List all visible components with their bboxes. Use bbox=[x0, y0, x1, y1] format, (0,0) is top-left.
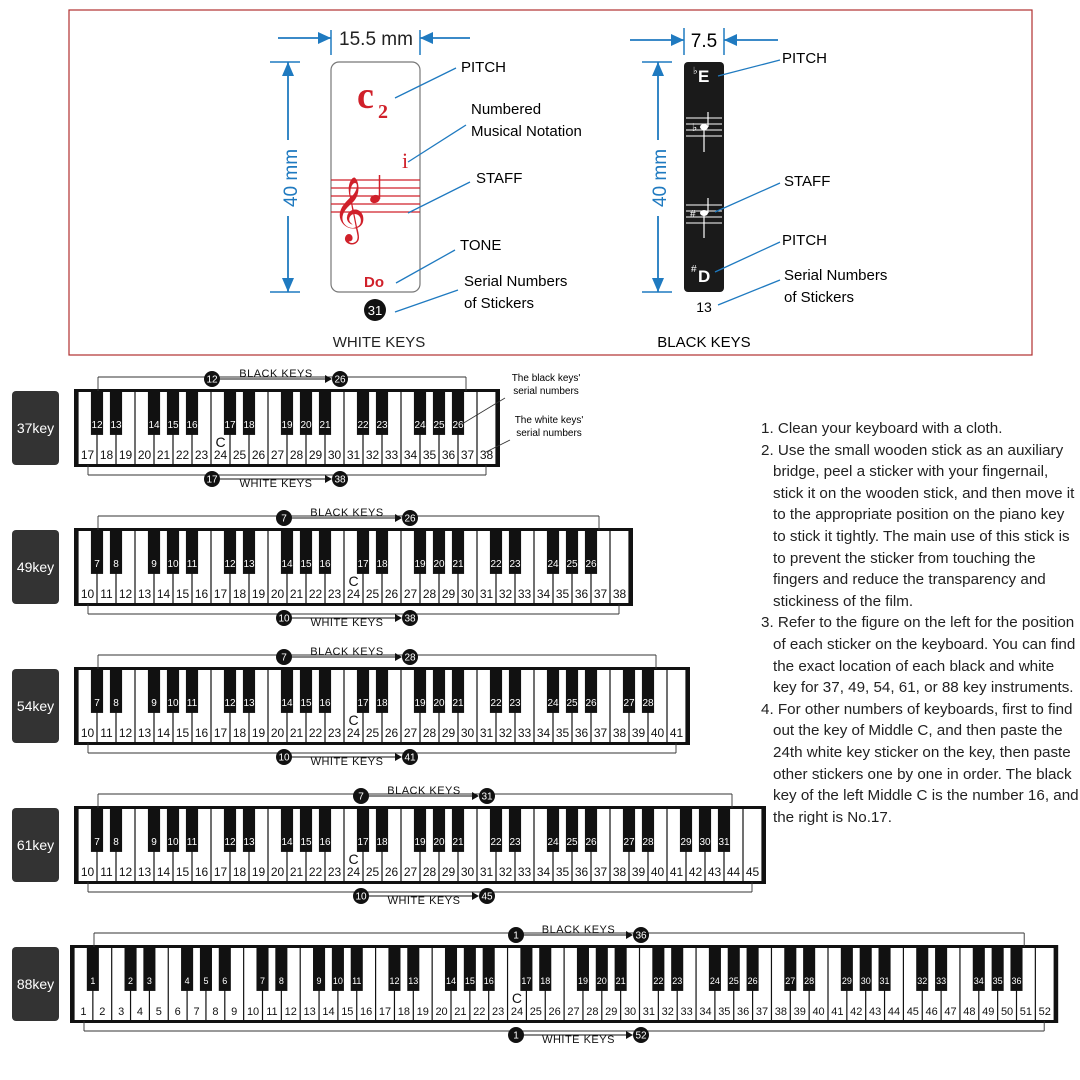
callout-line bbox=[714, 241, 781, 273]
arrow-head bbox=[652, 278, 664, 292]
white-sticker bbox=[330, 61, 421, 293]
callout-line bbox=[407, 124, 467, 163]
instruction-2: 2. Use the small wooden stick as an auxi… bbox=[761, 441, 1075, 610]
white-sticker-group: 15.5 mm 40 mm c 2 i 𝄞 Do 31 WHITE KEYS bbox=[270, 29, 582, 351]
numbered-notation-mark: i bbox=[402, 148, 408, 173]
black-keys-caption: BLACK KEYS bbox=[657, 334, 750, 351]
instructions: 1. Clean your keyboard with a cloth. 2. … bbox=[761, 418, 1079, 828]
note-pointer bbox=[485, 439, 511, 453]
svg-text:♭: ♭ bbox=[692, 122, 697, 134]
white-pitch-sub: 2 bbox=[378, 101, 388, 123]
white-serial-note-1: The white keys' bbox=[515, 415, 584, 426]
callout-pitch: PITCH bbox=[461, 59, 506, 76]
arrow-head bbox=[282, 278, 294, 292]
white-serial-badge bbox=[364, 299, 386, 321]
note-head bbox=[370, 194, 380, 204]
black-callout-staff: STAFF bbox=[784, 173, 830, 190]
white-keys-caption: WHITE KEYS bbox=[333, 334, 426, 351]
white-tone-label: Do bbox=[364, 274, 384, 291]
arrow-head bbox=[652, 62, 664, 76]
svg-text:#: # bbox=[690, 209, 696, 220]
arrow-head bbox=[282, 62, 294, 76]
sticker-diagram: 15.5 mm 40 mm c 2 i 𝄞 Do 31 WHITE KEYS bbox=[68, 9, 1033, 356]
instruction-4: 4. For other numbers of keyboards, first… bbox=[761, 700, 1079, 826]
white-pitch-note: c bbox=[357, 75, 374, 117]
keyboard-label-49: 49key bbox=[12, 530, 59, 604]
white-width-label: 15.5 mm bbox=[339, 29, 413, 50]
callout-line bbox=[394, 289, 459, 313]
callout-line bbox=[717, 59, 781, 77]
black-pitch-bottom-accidental: # bbox=[691, 264, 697, 275]
note-pointer bbox=[461, 397, 506, 425]
white-height-label: 40 mm bbox=[281, 149, 302, 207]
white-serial-number: 31 bbox=[368, 303, 382, 318]
callout-line bbox=[395, 249, 456, 284]
black-serial-note-1: The black keys' bbox=[512, 373, 581, 384]
black-staff-top: ♭ bbox=[686, 112, 722, 152]
callout-line bbox=[717, 279, 781, 306]
callout-line bbox=[714, 182, 781, 213]
black-pitch-bottom: D bbox=[698, 267, 710, 286]
arrow-head bbox=[724, 34, 737, 46]
callout-tone: TONE bbox=[460, 237, 501, 254]
black-sticker-group: 7.5 40 mm ♭ E ♭ # # bbox=[630, 28, 887, 351]
diagram-border bbox=[68, 9, 1033, 356]
black-callout-serial-1: Serial Numbers bbox=[784, 267, 887, 284]
instruction-1: 1. Clean your keyboard with a cloth. bbox=[761, 420, 1003, 437]
black-callout-pitch-2: PITCH bbox=[782, 232, 827, 249]
black-sticker bbox=[684, 62, 724, 292]
keyboard-label-37: 37key bbox=[12, 391, 59, 465]
keyboard-label-61: 61key bbox=[12, 808, 59, 882]
black-pitch-top-accidental: ♭ bbox=[693, 66, 698, 77]
black-serial-note-2: serial numbers bbox=[513, 386, 579, 397]
callout-numbered-2: Musical Notation bbox=[471, 123, 582, 140]
arrow-head bbox=[420, 32, 433, 44]
black-height-label: 40 mm bbox=[650, 149, 671, 207]
callout-staff: STAFF bbox=[476, 170, 522, 187]
keyboard-label-88: 88key bbox=[12, 947, 59, 1021]
callout-numbered-1: Numbered bbox=[471, 101, 541, 118]
callout-line bbox=[407, 181, 471, 214]
black-pitch-top: E bbox=[698, 67, 709, 86]
treble-clef-icon: 𝄞 bbox=[333, 177, 366, 244]
white-serial-note-2: serial numbers bbox=[516, 428, 582, 439]
white-staff: 𝄞 bbox=[331, 175, 420, 244]
callout-serial-1: Serial Numbers bbox=[464, 273, 567, 290]
black-serial-number: 13 bbox=[696, 299, 712, 315]
black-width-label: 7.5 bbox=[691, 31, 717, 52]
black-callout-serial-2: of Stickers bbox=[784, 289, 854, 306]
callout-serial-2: of Stickers bbox=[464, 295, 534, 312]
arrow-head bbox=[318, 32, 331, 44]
keyboard-label-54: 54key bbox=[12, 669, 59, 743]
arrow-head bbox=[671, 34, 684, 46]
instruction-3: 3. Refer to the figure on the left for t… bbox=[761, 614, 1076, 697]
black-callout-pitch: PITCH bbox=[782, 50, 827, 67]
callout-line bbox=[394, 67, 457, 99]
